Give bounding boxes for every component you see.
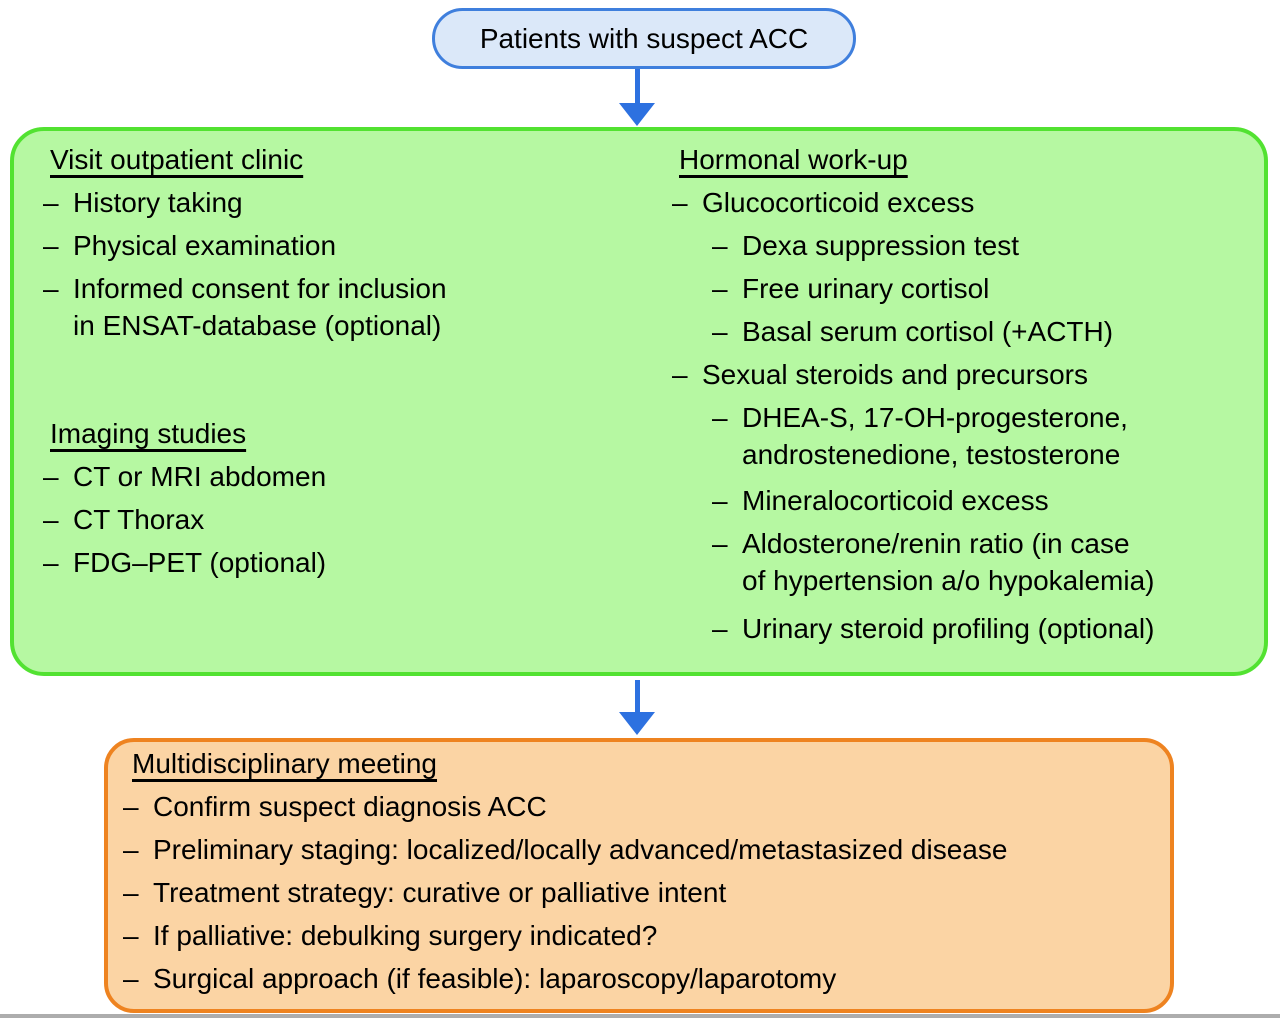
dash-bullet: – (712, 485, 728, 516)
list-item: –Sexual steroids and precursors (672, 353, 1252, 396)
workup-box (10, 127, 1268, 676)
item-text: Treatment strategy: curative or palliati… (153, 877, 727, 908)
item-text: Confirm suspect diagnosis ACC (153, 791, 547, 822)
list-item: –If palliative: debulking surgery indica… (123, 914, 1153, 957)
dash-bullet: – (712, 613, 728, 644)
item-text: androstenedione, testosterone (742, 439, 1121, 470)
list-subitem: –Urinary steroid profiling (optional) (712, 607, 1252, 650)
list-subitem: –Mineralocorticoid excess (712, 479, 1252, 522)
item-text: Physical examination (73, 230, 337, 261)
list-item: –Confirm suspect diagnosis ACC (123, 785, 1153, 828)
dash-bullet: – (123, 963, 139, 994)
list-subitem: –Dexa suppression test (712, 224, 1252, 267)
dash-bullet: – (43, 273, 59, 304)
item-text: Dexa suppression test (742, 230, 1020, 261)
item-text: Surgical approach (if feasible): laparos… (153, 963, 837, 994)
dash-bullet: – (672, 187, 688, 218)
hormonal-heading: Hormonal work-up (679, 144, 908, 175)
item-text: Glucocorticoid excess (702, 187, 975, 218)
item-text: Free urinary cortisol (742, 273, 990, 304)
item-text: of hypertension a/o hypokalemia) (742, 565, 1155, 596)
imaging-heading: Imaging studies (50, 418, 247, 449)
item-text: in ENSAT-database (optional) (73, 310, 442, 341)
item-text: Basal serum cortisol (+ACTH) (742, 316, 1114, 347)
item-text: Mineralocorticoid excess (742, 485, 1049, 516)
dash-bullet: – (43, 504, 59, 535)
dash-bullet: – (43, 230, 59, 261)
figure-bottom-edge (0, 1014, 1280, 1018)
list-item: –Treatment strategy: curative or palliat… (123, 871, 1153, 914)
item-text: Aldosterone/renin ratio (in case (742, 528, 1130, 559)
dash-bullet: – (712, 316, 728, 347)
list-item: –Glucocorticoid excess (672, 181, 1252, 224)
start-node-label: Patients with suspect ACC (479, 22, 809, 54)
item-text: Preliminary staging: localized/locally a… (153, 834, 1008, 865)
item-text: History taking (73, 187, 243, 218)
dash-bullet: – (123, 791, 139, 822)
item-text: CT or MRI abdomen (73, 461, 327, 492)
dash-bullet: – (672, 359, 688, 390)
meeting-heading: Multidisciplinary meeting (132, 748, 438, 779)
flow-arrow-1-stem (635, 69, 640, 104)
dash-bullet: – (712, 402, 728, 433)
flow-arrow-1-head (619, 103, 655, 126)
list-item: –Surgical approach (if feasible): laparo… (123, 957, 1153, 1000)
list-subitem: –Basal serum cortisol (+ACTH) (712, 310, 1252, 353)
item-text: If palliative: debulking surgery indicat… (153, 920, 658, 951)
dash-bullet: – (712, 528, 728, 559)
dash-bullet: – (123, 877, 139, 908)
visit-heading: Visit outpatient clinic (50, 144, 304, 175)
dash-bullet: – (712, 230, 728, 261)
start-node: Patients with suspect ACC (432, 8, 856, 69)
list-item: –CT Thorax (43, 498, 643, 541)
item-text: DHEA-S, 17-OH-progesterone, (742, 402, 1128, 433)
meeting-column: Multidisciplinary meeting –Confirm suspe… (123, 742, 1153, 1000)
list-subitem: –DHEA-S, 17-OH-progesterone, androstened… (712, 396, 1252, 476)
meeting-box (104, 738, 1174, 1013)
item-text: Sexual steroids and precursors (702, 359, 1088, 390)
dash-bullet: – (712, 273, 728, 304)
item-text: Informed consent for inclusion (73, 273, 447, 304)
list-subitem: –Free urinary cortisol (712, 267, 1252, 310)
list-item: –CT or MRI abdomen (43, 455, 643, 498)
dash-bullet: – (43, 547, 59, 578)
dash-bullet: – (123, 920, 139, 951)
list-item: –Informed consent for inclusion in ENSAT… (43, 267, 643, 347)
flow-arrow-2-stem (635, 680, 640, 713)
list-item: –FDG–PET (optional) (43, 541, 643, 584)
flow-arrow-2-head (619, 712, 655, 735)
list-subitem: –Aldosterone/renin ratio (in case of hyp… (712, 522, 1252, 602)
item-text: Urinary steroid profiling (optional) (742, 613, 1155, 644)
dash-bullet: – (123, 834, 139, 865)
dash-bullet: – (43, 461, 59, 492)
dash-bullet: – (43, 187, 59, 218)
item-text: CT Thorax (73, 504, 205, 535)
list-item: –Physical examination (43, 224, 643, 267)
workup-right-column: Hormonal work-up –Glucocorticoid excess … (672, 138, 1252, 650)
list-item: –Preliminary staging: localized/locally … (123, 828, 1153, 871)
list-item: –History taking (43, 181, 643, 224)
item-text: FDG–PET (optional) (73, 547, 327, 578)
workup-left-column: Visit outpatient clinic –History taking … (43, 138, 643, 584)
